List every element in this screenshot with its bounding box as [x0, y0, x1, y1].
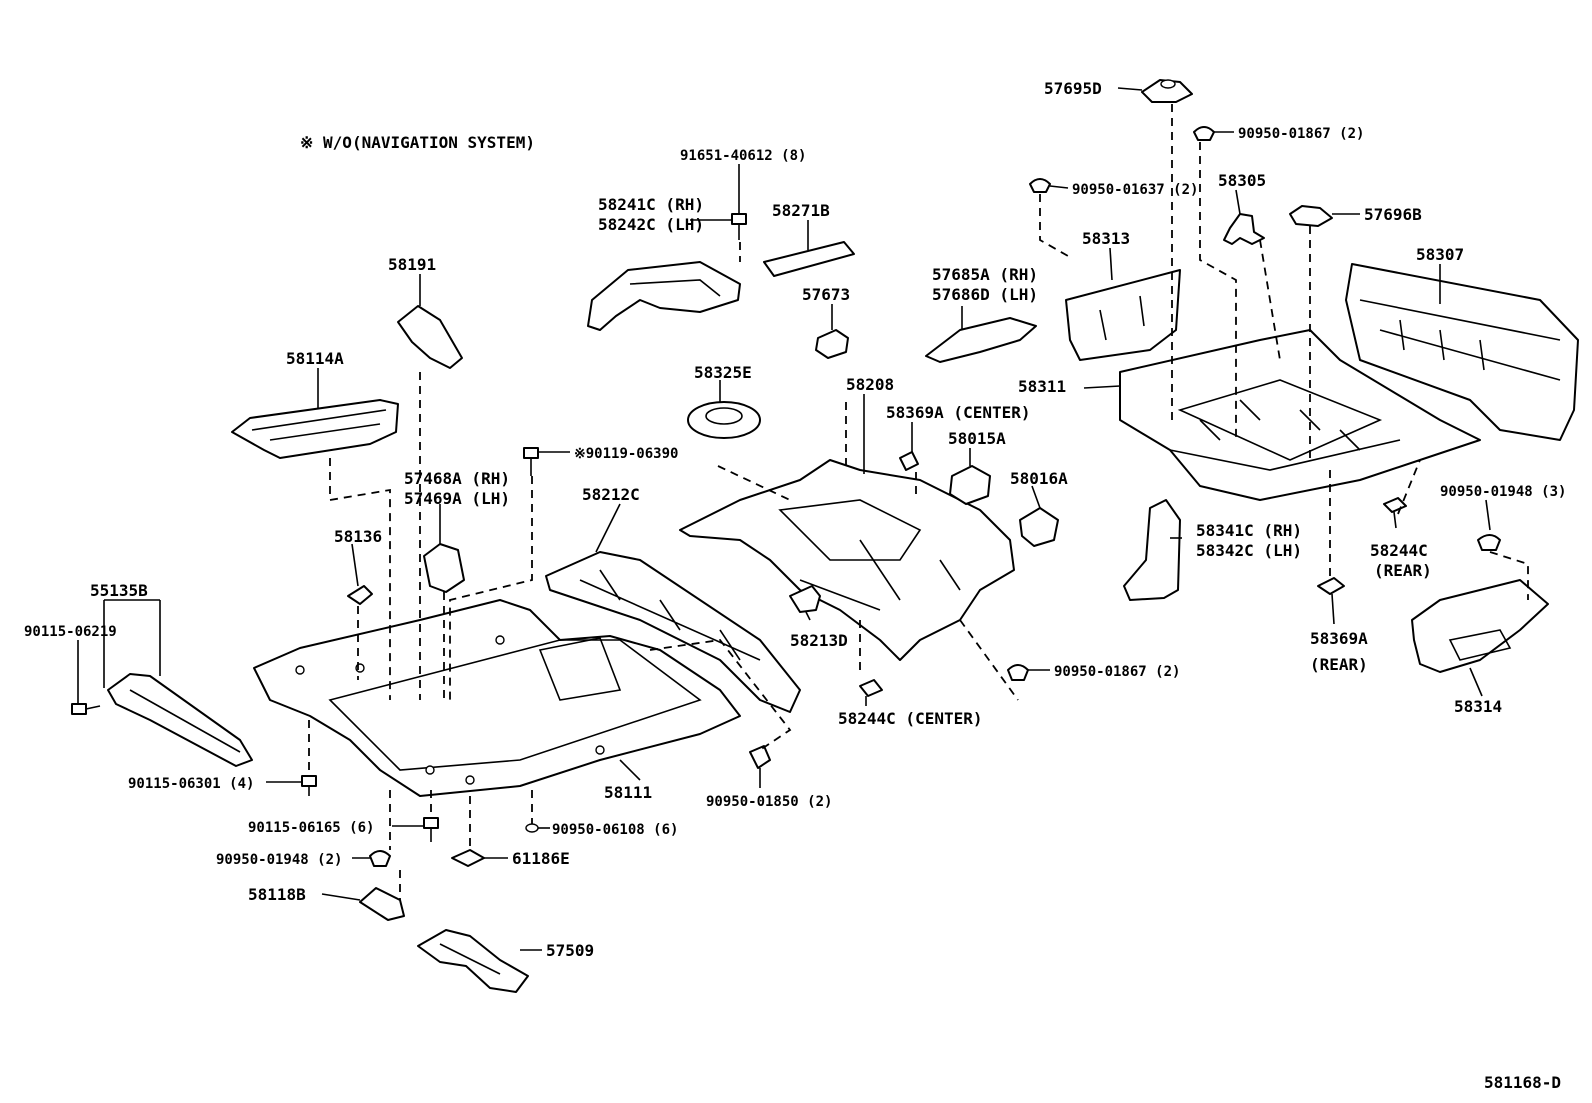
- label-61186E: 61186E: [512, 849, 570, 868]
- part-bolt-90115-06219: [71, 703, 101, 715]
- label-58208: 58208: [846, 375, 894, 394]
- label-90950-01948-2: 90950-01948 (2): [216, 852, 342, 868]
- part-58241C: [587, 261, 741, 331]
- label-58369A-rear-sub: (REAR): [1310, 655, 1368, 674]
- label-90115-06219: 90115-06219: [24, 624, 117, 640]
- part-58305: [1223, 213, 1265, 245]
- part-58369A-center: [899, 451, 919, 471]
- label-58369A-rear: 58369A: [1310, 629, 1368, 648]
- part-clip-90950-01637: [1029, 178, 1051, 193]
- label-57468A: 57468A (RH): [404, 469, 510, 488]
- part-58191: [397, 305, 463, 369]
- part-clip-90950-01948-3: [1477, 534, 1501, 551]
- label-58212C: 58212C: [582, 485, 640, 504]
- part-58325E: [687, 401, 761, 439]
- part-57695D: [1141, 79, 1193, 103]
- label-58369A-center: 58369A (CENTER): [886, 403, 1031, 422]
- part-57696B: [1289, 205, 1333, 227]
- label-58305: 58305: [1218, 171, 1266, 190]
- part-57673: [815, 329, 849, 359]
- part-58244C-rear: [1383, 497, 1407, 513]
- alignment-lines: [308, 104, 1529, 900]
- part-58341C: [1123, 499, 1181, 601]
- label-57673: 57673: [802, 285, 850, 304]
- labels: ※ W/O(NAVIGATION SYSTEM) 57695D 90950-01…: [24, 79, 1566, 1092]
- part-58271B: [763, 241, 855, 277]
- label-58242C: 58242C (LH): [598, 215, 704, 234]
- part-57468A: [423, 543, 465, 593]
- label-58313: 58313: [1082, 229, 1130, 248]
- part-58244C-center: [859, 679, 883, 697]
- part-58111: [253, 599, 741, 797]
- label-58325E: 58325E: [694, 363, 752, 382]
- label-90950-01867-mid: 90950-01867 (2): [1054, 664, 1180, 680]
- label-57696B: 57696B: [1364, 205, 1422, 224]
- label-58241C: 58241C (RH): [598, 195, 704, 214]
- label-58271B: 58271B: [772, 201, 830, 220]
- part-58369A-rear: [1317, 577, 1345, 595]
- part-57685A: [925, 317, 1037, 363]
- part-57509: [417, 929, 529, 993]
- note-text: ※ W/O(NAVIGATION SYSTEM): [300, 133, 535, 152]
- label-58342C: 58342C (LH): [1196, 541, 1302, 560]
- label-90950-06108: 90950-06108 (6): [552, 822, 678, 838]
- part-clip-90950-01850: [749, 745, 771, 769]
- label-57509: 57509: [546, 941, 594, 960]
- label-58314: 58314: [1454, 697, 1502, 716]
- diagram-code: 581168-D: [1484, 1073, 1561, 1092]
- label-58114A: 58114A: [286, 349, 344, 368]
- part-61186E: [451, 849, 485, 867]
- label-58311: 58311: [1018, 377, 1066, 396]
- label-58213D: 58213D: [790, 631, 848, 650]
- part-clip-90950-01867-mid: [1007, 664, 1029, 681]
- label-58111: 58111: [604, 783, 652, 802]
- label-90950-01948-3: 90950-01948 (3): [1440, 484, 1566, 500]
- part-58313: [1065, 269, 1181, 361]
- label-90950-01850: 90950-01850 (2): [706, 794, 832, 810]
- label-57469A: 57469A (LH): [404, 489, 510, 508]
- part-clip-90950-01867-top: [1193, 126, 1215, 141]
- label-90119-06390: ※90119-06390: [574, 446, 678, 462]
- part-58114A: [231, 399, 399, 459]
- label-90115-06301: 90115-06301 (4): [128, 776, 254, 792]
- part-58118B: [359, 887, 405, 921]
- label-58307: 58307: [1416, 245, 1464, 264]
- part-58015A: [949, 465, 991, 505]
- label-55135B: 55135B: [90, 581, 148, 600]
- part-58016A: [1019, 507, 1059, 547]
- label-58136: 58136: [334, 527, 382, 546]
- label-58015A: 58015A: [948, 429, 1006, 448]
- part-58208: [679, 459, 1015, 661]
- label-57686D: 57686D (LH): [932, 285, 1038, 304]
- label-58244C-rear: 58244C: [1370, 541, 1428, 560]
- label-58016A: 58016A: [1010, 469, 1068, 488]
- part-58307: [1345, 263, 1579, 441]
- part-bolt-91651-40612: [731, 213, 747, 240]
- part-clip-90950-06108: [525, 823, 539, 833]
- part-bolt-90115-06165: [423, 817, 439, 842]
- label-57685A: 57685A (RH): [932, 265, 1038, 284]
- label-90115-06165: 90115-06165 (6): [248, 820, 374, 836]
- label-57695D: 57695D: [1044, 79, 1102, 98]
- part-58213D: [789, 585, 821, 613]
- label-91651-40612: 91651-40612 (8): [680, 148, 806, 164]
- label-90950-01637: 90950-01637 (2): [1072, 182, 1198, 198]
- part-58314: [1411, 579, 1549, 673]
- label-58244C-center: 58244C (CENTER): [838, 709, 983, 728]
- part-clip-90950-01948-2: [369, 850, 391, 867]
- leader-lines: [77, 87, 1491, 951]
- label-58118B: 58118B: [248, 885, 306, 904]
- label-58191: 58191: [388, 255, 436, 274]
- label-90950-01867-top: 90950-01867 (2): [1238, 126, 1364, 142]
- part-bolt-90115-06301: [301, 775, 317, 796]
- part-55135B: [107, 673, 253, 767]
- part-bolt-90119-06390: [523, 447, 539, 476]
- part-58136: [347, 585, 373, 605]
- label-58341C: 58341C (RH): [1196, 521, 1302, 540]
- label-58244C-rear-sub: (REAR): [1374, 561, 1432, 580]
- part-58212C: [545, 551, 801, 713]
